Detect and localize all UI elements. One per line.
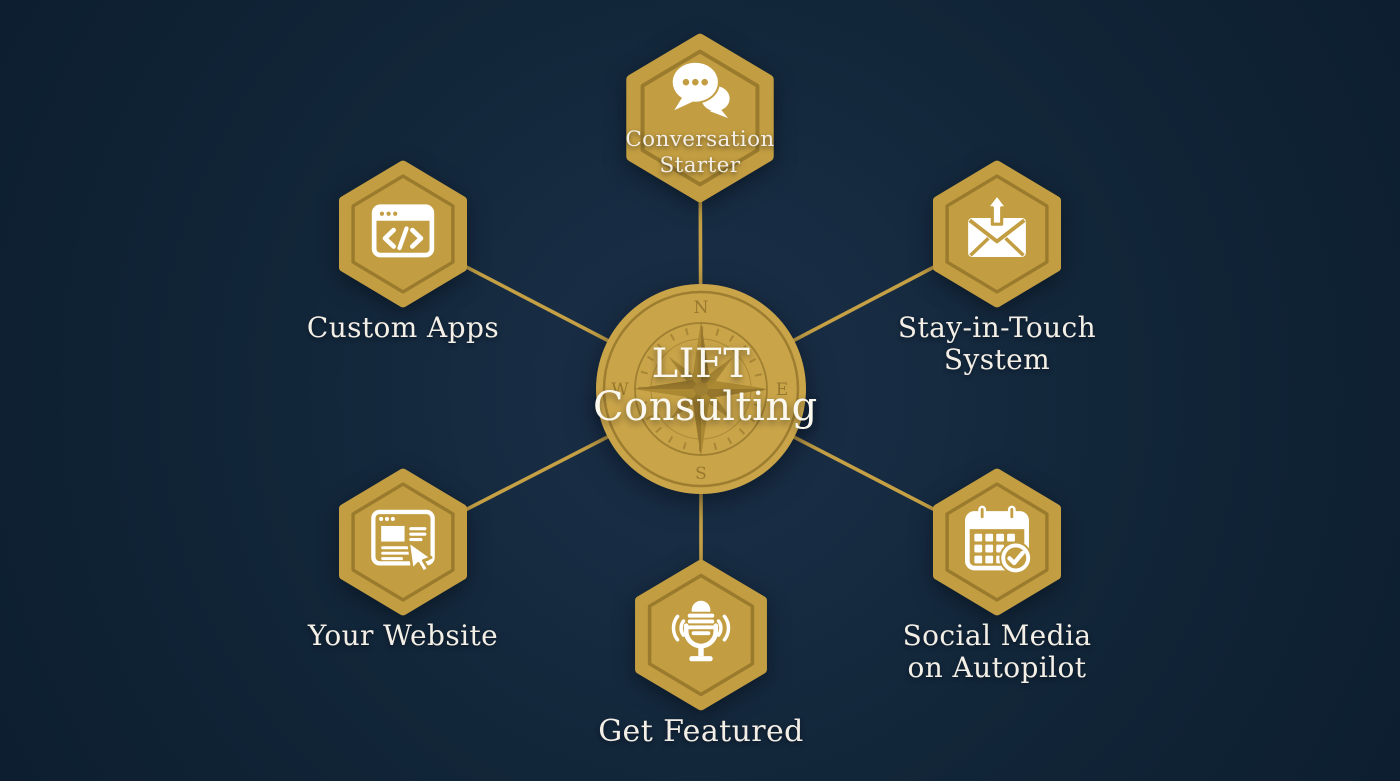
podcast-mic-icon [662,593,740,671]
hub-lift-consulting: N E S W LIFT Consulting [593,281,818,497]
email-send-icon [958,193,1036,271]
node-label: Get Featured [598,714,804,749]
node-label: Custom Apps [306,311,500,344]
node-conversation-starter: Conversation Starter [624,33,776,203]
hub-title-line2: Consulting [593,384,818,431]
node-stay-in-touch-system: Stay-in-Touch System [898,160,1096,375]
hexagon-badge [626,33,774,203]
compass-letter-w: W [611,380,629,400]
node-social-media-on-autopilot: Social Media on Autopilot [903,468,1091,683]
compass-letter-e: E [776,380,788,400]
node-label: Conversation Starter [625,127,775,178]
node-custom-apps: Custom Apps [307,160,499,343]
code-window-icon [364,195,442,273]
chat-bubbles-icon [661,51,739,129]
node-get-featured: Get Featured [598,559,803,748]
node-label: Your Website [307,619,499,652]
hexagon-badge [338,468,468,616]
node-your-website: Your Website [308,468,498,651]
calendar-check-icon [958,501,1036,579]
node-label: Stay-in-Touch System [897,311,1097,376]
compass-letter-n: N [694,298,709,318]
hub-title: LIFT Consulting [593,341,818,431]
compass-rose: N E S W [611,298,788,484]
browser-cursor-icon [364,501,442,579]
hexagon-badge [932,468,1062,616]
compass-letter-s: S [695,464,707,484]
node-label: Social Media on Autopilot [902,619,1092,684]
hub-title-line1: LIFT [651,341,751,387]
compass-medallion: N E S W [596,284,806,494]
